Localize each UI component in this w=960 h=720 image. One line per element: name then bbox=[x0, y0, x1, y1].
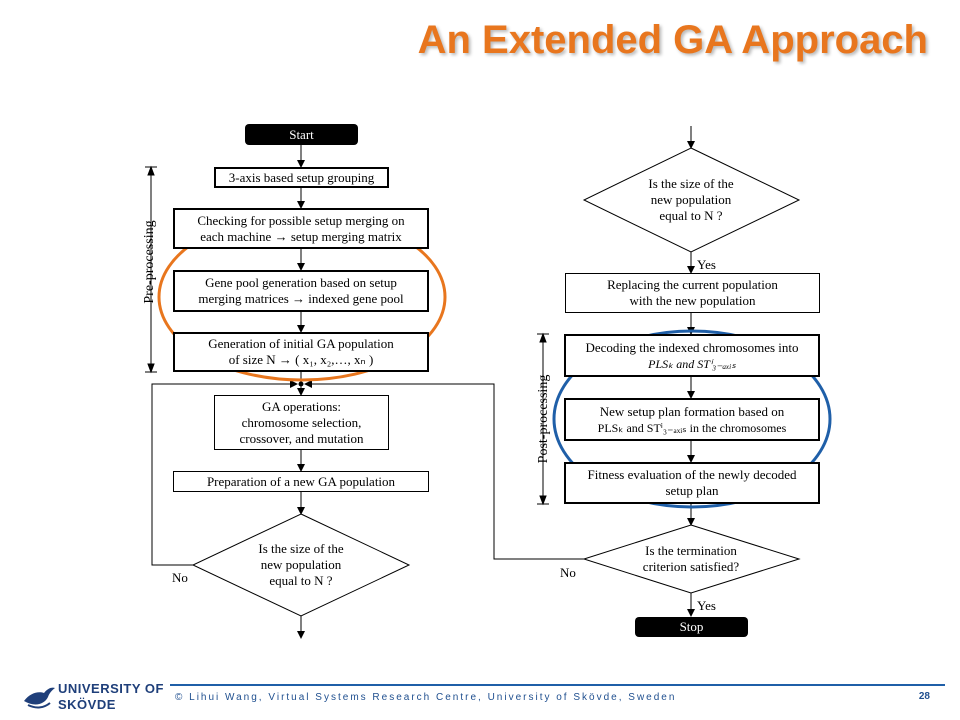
setup-merging-box: Checking for possible setup merging on e… bbox=[173, 208, 429, 249]
blue-highlight-ellipse bbox=[552, 329, 832, 509]
preprocessing-label: Pre-processing bbox=[142, 220, 157, 304]
loop-no-right bbox=[304, 380, 584, 560]
yes-label-bottom: Yes bbox=[697, 598, 716, 613]
yes-label-top: Yes bbox=[697, 257, 716, 272]
university-logo[interactable]: UNIVERSITY OF SKÖVDE bbox=[22, 680, 167, 716]
no-label-left: No bbox=[172, 570, 188, 585]
slide-title: An Extended GA Approach bbox=[417, 18, 928, 62]
setup-grouping-box: 3-axis based setup grouping bbox=[214, 167, 389, 188]
decision-diamond-right-bottom bbox=[582, 524, 801, 594]
start-terminal: Start bbox=[245, 124, 358, 145]
new-setup-plan-box: New setup plan formation based on PLSₖ a… bbox=[564, 398, 820, 441]
stop-terminal: Stop bbox=[635, 617, 748, 637]
bird-logo-icon bbox=[24, 687, 55, 709]
decision-text-right-top: Is the size of the new population equal … bbox=[648, 176, 734, 223]
preparation-box: Preparation of a new GA population bbox=[173, 471, 429, 492]
page-number: 28 bbox=[918, 691, 930, 702]
gene-pool-box: Gene pool generation based on setup merg… bbox=[173, 270, 429, 312]
decision-text-right-bottom: Is the termination criterion satisfied? bbox=[642, 543, 740, 574]
decode-chromosomes-box: Decoding the indexed chromosomes into PL… bbox=[564, 334, 820, 377]
no-label-right: No bbox=[560, 565, 576, 580]
postprocessing-label: Post-processing bbox=[536, 374, 551, 464]
logo-text-line2: SKÖVDE bbox=[58, 697, 116, 712]
fitness-evaluation-box: Fitness evaluation of the newly decoded … bbox=[564, 462, 820, 504]
flowchart-diagram bbox=[145, 126, 832, 639]
footer-copyright: © Lihui Wang, Virtual Systems Research C… bbox=[175, 692, 677, 703]
logo-text-line1: UNIVERSITY OF bbox=[58, 681, 164, 696]
decision-diamond-left bbox=[191, 513, 411, 617]
footer-rule bbox=[170, 684, 945, 686]
loop-no-left bbox=[151, 380, 298, 566]
ga-operations-box: GA operations: chromosome selection, cro… bbox=[214, 395, 389, 450]
initial-population-box: Generation of initial GA population of s… bbox=[173, 332, 429, 372]
decision-text-left: Is the size of the new population equal … bbox=[258, 541, 344, 588]
replace-population-box: Replacing the current population with th… bbox=[565, 273, 820, 313]
decision-diamond-right-top bbox=[582, 147, 801, 253]
merge-point bbox=[298, 381, 304, 387]
